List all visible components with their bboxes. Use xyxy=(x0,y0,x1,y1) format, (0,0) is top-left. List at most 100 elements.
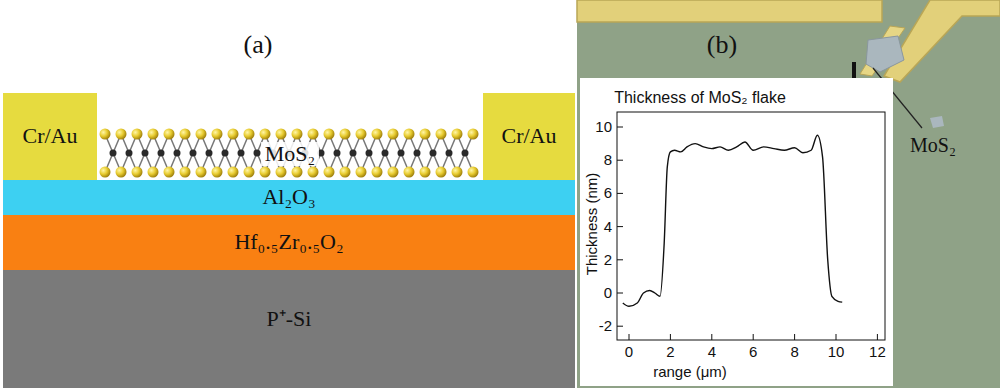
panel-label: (a) xyxy=(244,31,273,60)
material-layer: Cr/Au xyxy=(483,93,575,180)
sulfur-atom xyxy=(308,167,319,178)
sulfur-atom xyxy=(260,129,271,140)
sulfur-atom xyxy=(292,167,303,178)
molybdenum-atom xyxy=(142,150,149,157)
sulfur-atom xyxy=(116,167,127,178)
electrode xyxy=(860,26,905,76)
flake-fragment xyxy=(930,116,944,128)
axis-tick: 8 xyxy=(604,152,612,169)
molybdenum-atom xyxy=(238,150,245,157)
tick-mark xyxy=(753,334,754,340)
axis-title: range (μm) xyxy=(653,364,727,381)
sulfur-atom xyxy=(212,167,223,178)
material-layer: P⁺-Si xyxy=(3,270,575,388)
sulfur-atom xyxy=(436,129,447,140)
axis-tick: 4 xyxy=(708,344,716,361)
sulfur-atom xyxy=(132,167,143,178)
semiconductor-layer: MoS₂ xyxy=(97,128,483,180)
sulfur-atom xyxy=(180,167,191,178)
axis-tick: 2 xyxy=(666,344,674,361)
sulfur-atom xyxy=(148,129,159,140)
material-layer: Hf₀.₅Zr₀.₅O₂ xyxy=(3,215,575,270)
sulfur-atom xyxy=(324,129,335,140)
sulfur-atom xyxy=(308,129,319,140)
tick-mark xyxy=(877,334,878,340)
sulfur-atom xyxy=(260,167,271,178)
sulfur-atom xyxy=(452,167,463,178)
sulfur-atom xyxy=(164,167,175,178)
axis-title: Thickness (nm) xyxy=(584,173,601,276)
axis-tick: 4 xyxy=(604,218,612,235)
marker xyxy=(852,62,856,78)
molybdenum-atom xyxy=(110,150,117,157)
flake-label: MoS₂ xyxy=(910,134,956,156)
micrograph-ground xyxy=(577,0,1000,388)
chart-title: Thickness of MoS₂ flake xyxy=(614,89,786,107)
axis-tick: 10 xyxy=(828,344,845,361)
sulfur-atom xyxy=(212,129,223,140)
layer-label: MoS₂ xyxy=(261,142,319,166)
tick-mark xyxy=(836,334,837,340)
molybdenum-atom xyxy=(398,150,405,157)
sulfur-atom xyxy=(436,167,447,178)
molybdenum-atom xyxy=(190,150,197,157)
thickness-curve xyxy=(623,135,842,306)
sulfur-atom xyxy=(164,129,175,140)
axis-tick: 0 xyxy=(604,285,612,302)
sulfur-atom xyxy=(180,129,191,140)
plot-frame xyxy=(617,112,885,340)
sulfur-atom xyxy=(292,129,303,140)
molybdenum-atom xyxy=(446,150,453,157)
sulfur-atom xyxy=(452,129,463,140)
tick-mark xyxy=(629,334,630,340)
sulfur-atom xyxy=(116,129,127,140)
molybdenum-atom xyxy=(126,150,133,157)
sulfur-atom xyxy=(468,167,479,178)
sulfur-atom xyxy=(148,167,159,178)
panel-label: (b) xyxy=(707,31,737,60)
electrode xyxy=(884,0,1000,82)
sulfur-atom xyxy=(420,167,431,178)
material-layer: Cr/Au xyxy=(3,93,97,180)
molybdenum-atom xyxy=(366,150,373,157)
layer-label: Cr/Au xyxy=(23,124,78,148)
axis-tick: 10 xyxy=(595,119,612,136)
tick-mark xyxy=(670,334,671,340)
sulfur-atom xyxy=(340,167,351,178)
sulfur-atom xyxy=(388,129,399,140)
axis-tick: 6 xyxy=(604,185,612,202)
axis-tick: 0 xyxy=(625,344,633,361)
sulfur-atom xyxy=(100,167,111,178)
sulfur-atom xyxy=(132,129,143,140)
sulfur-atom xyxy=(372,167,383,178)
layer-label: P⁺-Si xyxy=(267,307,312,331)
molybdenum-atom xyxy=(430,150,437,157)
sulfur-atom xyxy=(196,129,207,140)
sulfur-atom xyxy=(324,167,335,178)
material-layer: Al₂O₃ xyxy=(3,180,575,215)
molybdenum-atom xyxy=(158,150,165,157)
molybdenum-atom xyxy=(382,150,389,157)
tick-mark xyxy=(617,226,623,227)
sulfur-atom xyxy=(420,129,431,140)
sulfur-atom xyxy=(340,129,351,140)
mos2-lattice xyxy=(100,129,479,178)
tick-mark xyxy=(617,127,623,128)
axis-tick: 8 xyxy=(790,344,798,361)
molybdenum-atom xyxy=(174,150,181,157)
molybdenum-atom xyxy=(334,150,341,157)
tick-mark xyxy=(617,259,623,260)
tick-mark xyxy=(617,293,623,294)
inset-ground xyxy=(580,78,893,386)
sulfur-atom xyxy=(244,129,255,140)
molybdenum-atom xyxy=(414,150,421,157)
sulfur-atom xyxy=(276,167,287,178)
layer-label: Al₂O₃ xyxy=(262,185,315,209)
sulfur-atom xyxy=(228,129,239,140)
axis-tick: 6 xyxy=(749,344,757,361)
tick-mark xyxy=(711,334,712,340)
tick-mark xyxy=(794,334,795,340)
tick-mark xyxy=(617,326,623,327)
